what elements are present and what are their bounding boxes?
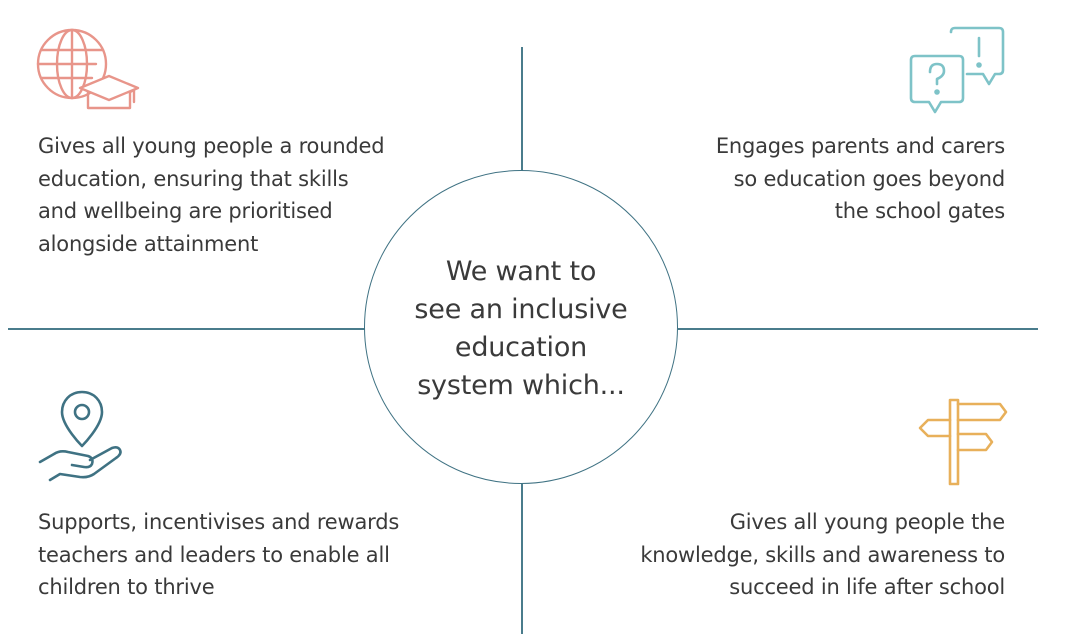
center-line: education (454, 332, 588, 363)
center-line: see an inclusive (414, 294, 628, 325)
center-statement: We want to see an inclusive education sy… (380, 253, 662, 405)
text-line: Engages parents and carers (715, 134, 1005, 158)
text-line: Gives all young people a rounded (38, 134, 385, 158)
text-line: alongside attainment (38, 231, 259, 256)
quadrant-bottom-right-text: Gives all young people the knowledge, sk… (640, 506, 1005, 604)
divider-vertical-top (521, 47, 523, 171)
text-line: teachers and leaders to enable all (38, 542, 390, 567)
center-line: We want to (445, 256, 597, 287)
hand-location-pin-icon (38, 390, 122, 482)
quadrant-top-right-text: Engages parents and carers so education … (716, 130, 1005, 228)
globe-graduation-cap-icon (36, 28, 140, 110)
text-line: and wellbeing are prioritised (38, 199, 333, 223)
text-line: the school gates (834, 199, 1005, 223)
text-line: education, ensuring that skills (38, 166, 349, 191)
divider-vertical-bottom (521, 484, 523, 634)
text-line: succeed in life after school (729, 575, 1005, 599)
divider-horizontal-right (678, 328, 1038, 330)
text-line: children to thrive (38, 575, 215, 599)
text-line: knowledge, skills and awareness to (640, 542, 1005, 567)
text-line: so education goes beyond (733, 166, 1006, 191)
center-line: system which... (417, 370, 625, 401)
question-exclamation-speech-bubbles-icon (909, 26, 1005, 114)
signpost-icon (918, 398, 1008, 486)
quadrant-bottom-left-text: Supports, incentivises and rewards teach… (38, 506, 399, 604)
divider-horizontal-left (8, 328, 365, 330)
quadrant-top-left-text: Gives all young people a rounded educati… (38, 130, 385, 260)
text-line: Supports, incentivises and rewards (38, 510, 400, 534)
text-line: Gives all young people the (729, 510, 1006, 534)
center-circle (364, 170, 678, 484)
